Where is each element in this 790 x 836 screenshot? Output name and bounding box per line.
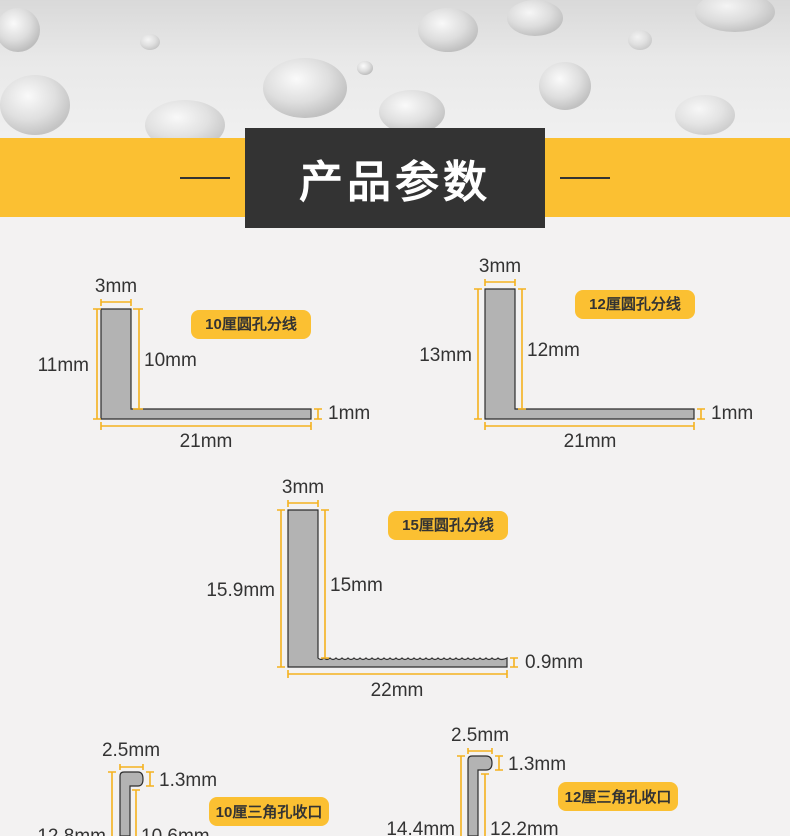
- dim-inner: 12.2mm: [490, 819, 559, 836]
- page-title: 产品参数: [299, 158, 491, 207]
- dim-inner: 10.6mm: [141, 826, 210, 836]
- dim-thickness: 1mm: [711, 403, 753, 424]
- dim-outer: 13mm: [419, 345, 472, 366]
- dim-lip: 1.3mm: [508, 754, 566, 775]
- water-droplets-graphic: [0, 0, 775, 138]
- profile-shape: [467, 755, 493, 836]
- profile-tag: [191, 310, 311, 339]
- dim-top: 3mm: [282, 477, 324, 498]
- dim-length: 21mm: [564, 431, 617, 452]
- dim-outer: 15.9mm: [206, 580, 275, 601]
- hero-image: [0, 0, 790, 138]
- title-dash-left: [180, 177, 230, 179]
- profile-shape: [119, 771, 144, 836]
- dim-top: 3mm: [479, 256, 521, 277]
- profile-tag: [209, 797, 329, 826]
- dim-inner: 12mm: [527, 340, 580, 361]
- dim-length: 21mm: [180, 431, 233, 452]
- profile-diagram-2: 12厘圆孔分线 3mm 13mm 12mm 1mm 21mm: [419, 256, 753, 452]
- dim-outer: 14.4mm: [386, 819, 455, 836]
- dim-outer: 11mm: [38, 355, 89, 376]
- profile-shape: [484, 288, 695, 420]
- dim-lip: 1.3mm: [159, 770, 217, 791]
- profile-tag-label: 15厘圆孔分线: [402, 516, 494, 534]
- title-dash-right: [560, 177, 610, 179]
- profile-shape: [287, 509, 508, 668]
- profile-diagram-4: 10厘三角孔收口 2.5mm 1.3mm 12.8mm 10.6mm: [37, 740, 329, 836]
- dim-inner: 15mm: [330, 575, 383, 596]
- profile-diagram-1: 10厘圆孔分线 3mm 11mm 10mm 1mm 21mm: [38, 276, 371, 452]
- profile-tag-label: 12厘圆孔分线: [589, 295, 681, 313]
- dim-thickness: 0.9mm: [525, 652, 583, 673]
- dim-outer: 12.8mm: [37, 826, 106, 836]
- dim-top: 3mm: [95, 276, 137, 297]
- profile-diagram-3: 15厘圆孔分线 3mm 15.9mm 15mm 0.9mm 22mm: [206, 477, 583, 701]
- profile-tag: [388, 511, 508, 540]
- dim-top: 2.5mm: [102, 740, 160, 761]
- title-box: 产品参数: [245, 128, 545, 228]
- dim-inner: 10mm: [144, 350, 197, 371]
- profile-tag: [575, 290, 695, 319]
- dim-top: 2.5mm: [451, 725, 509, 746]
- profile-tag-label: 10厘圆孔分线: [205, 315, 297, 333]
- profile-tag: [558, 782, 678, 811]
- profile-tag-label: 10厘三角孔收口: [216, 803, 323, 821]
- dim-length: 22mm: [371, 680, 424, 701]
- dim-thickness: 1mm: [328, 403, 370, 424]
- profile-diagram-5: 12厘三角孔收口 2.5mm 1.3mm 14.4mm 12.2mm: [386, 725, 678, 836]
- profile-tag-label: 12厘三角孔收口: [565, 788, 672, 806]
